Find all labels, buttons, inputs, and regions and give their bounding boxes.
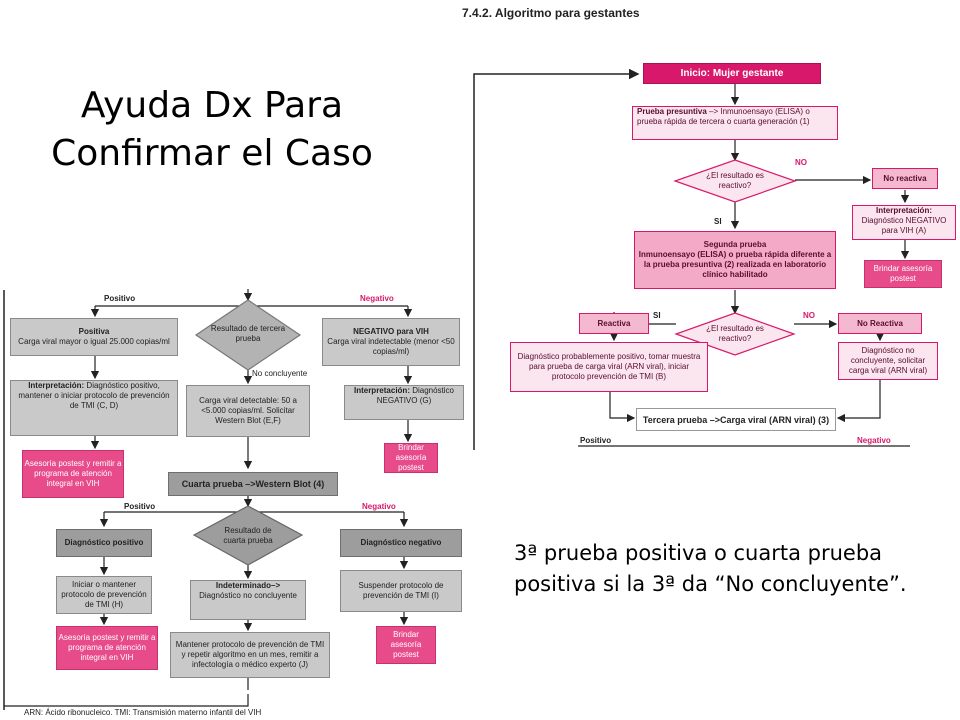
decision2-label: ¿El resultado es reactivo? xyxy=(706,324,764,343)
slide-title-line2: Confirmar el Caso xyxy=(51,133,373,174)
decision-third-label: Resultado de tercera prueba xyxy=(210,324,286,343)
decision-fourth-label: Resultado de cuarta prueba xyxy=(223,526,273,545)
indeterminate-box: Indeterminado–> Diagnóstico no concluyen… xyxy=(190,580,306,620)
presumptive-bold: Prueba presuntiva xyxy=(637,107,707,116)
dx-positive-box: Diagnóstico positivo xyxy=(56,529,152,557)
second-test-text: Inmunoensayo (ELISA) o prueba rápida dif… xyxy=(638,250,832,279)
presumptive-test-box: Prueba presuntiva –> Inmunoensayo (ELISA… xyxy=(632,106,838,140)
interp-negative-box: Interpretación: Diagnóstico NEGATIVO par… xyxy=(852,205,956,240)
presumptive-rest: –> Inmunoensayo (ELISA) o prueba rápida … xyxy=(637,107,810,126)
no2-label: NO xyxy=(803,311,815,320)
probable-positive-box: Diagnóstico probablemente positivo, toma… xyxy=(510,342,708,392)
algorithm-caption: 7.4.2. Algoritmo para gestantes xyxy=(462,6,640,20)
interp-pos-rest: Diagnóstico positivo, mantener o iniciar… xyxy=(18,381,170,410)
decision1-label: ¿El resultado es reactivo? xyxy=(706,171,764,190)
no1-label: NO xyxy=(795,158,807,167)
positive-result-text: Carga viral mayor o igual 25.000 copias/… xyxy=(18,337,170,346)
si1-label: SI xyxy=(714,217,722,226)
counsel-box-1: Brindar asesoría postest xyxy=(864,260,942,288)
footnote: ARN: Ácido ribonucleico. TMI: Transmisió… xyxy=(24,708,262,717)
second-test-box: Segunda prueba Inmunoensayo (ELISA) o pr… xyxy=(634,231,836,289)
fourth-test-box: Cuarta prueba –>Western Blot (4) xyxy=(168,472,338,496)
second-test-title: Segunda prueba xyxy=(703,240,767,249)
slide-title: Ayuda Dx Para Confirmar el Caso xyxy=(22,82,402,178)
inconclusive-request-box: Diagnóstico no concluyente, solicitar ca… xyxy=(838,342,938,380)
positive-result-title: Positiva xyxy=(78,327,110,336)
slide-title-line1: Ayuda Dx Para xyxy=(80,85,344,126)
slide-note: 3ª prueba positiva o cuarta prueba posit… xyxy=(514,541,907,596)
negative-result-title: NEGATIVO para VIH xyxy=(353,327,429,336)
decision-diamond-fourth xyxy=(192,505,304,566)
counsel-refer-box-2: Asesoría postest y remitir a programa de… xyxy=(56,626,158,670)
right-negativo-label: Negativo xyxy=(857,436,891,445)
indeterminate-rest: Diagnóstico no concluyente xyxy=(199,591,297,600)
left-negativo2-label: Negativo xyxy=(362,502,396,511)
suspend-protocol-box: Suspender protocolo de prevención de TMI… xyxy=(340,570,462,612)
reactive-box: Reactiva xyxy=(579,313,649,334)
interp-neg-bold: Interpretación: xyxy=(875,206,932,215)
viral-detectable-box: Carga viral detectable: 50 a <5.000 copi… xyxy=(186,385,310,437)
left-positivo2-label: Positivo xyxy=(124,502,156,511)
interp-negative-left-box: Interpretación: Diagnóstico NEGATIVO (G) xyxy=(344,385,464,420)
counsel-refer-box-1: Asesoría postest y remitir a programa de… xyxy=(22,450,124,498)
decision-diamond-1 xyxy=(673,159,797,203)
counsel-post-box-1: Brindar asesoría postest xyxy=(384,443,438,473)
left-positivo-label: Positivo xyxy=(104,294,136,303)
si2-label: SI xyxy=(653,311,661,320)
third-test-box: Tercera prueba –>Carga viral (ARN viral)… xyxy=(636,408,836,431)
interp-positive-box: Interpretación: Diagnóstico positivo, ma… xyxy=(10,380,178,436)
decision-diamond-third xyxy=(194,299,302,371)
no-reactive2-box: No Reactiva xyxy=(838,313,922,334)
dx-negative-box: Diagnóstico negativo xyxy=(340,529,462,557)
negative-result-text: Carga viral indetectable (menor <50 copi… xyxy=(327,337,455,356)
maintain-repeat-box: Mantener protocolo de prevención de TMI … xyxy=(170,632,330,678)
no-reactive-box: No reactiva xyxy=(872,168,938,189)
no-concluyente-label: No concluyente xyxy=(252,369,308,378)
interp-neg-left-bold: Interpretación: xyxy=(353,386,410,395)
counsel-post-box-2: Brindar asesoría postest xyxy=(376,626,436,664)
negative-result-box: NEGATIVO para VIH Carga viral indetectab… xyxy=(322,318,460,366)
indeterminate-bold: Indeterminado–> xyxy=(215,581,281,590)
positive-result-box: Positiva Carga viral mayor o igual 25.00… xyxy=(10,318,178,356)
interp-neg-left-rest: Diagnóstico NEGATIVO (G) xyxy=(376,386,455,405)
keep-protocol-box: Iniciar o mantener protocolo de prevenci… xyxy=(56,576,152,614)
start-box: Inicio: Mujer gestante xyxy=(643,63,821,84)
interp-pos-bold: Interpretación: xyxy=(28,381,85,390)
left-negativo-label: Negativo xyxy=(360,294,394,303)
right-positivo-label: Positivo xyxy=(580,436,612,445)
interp-neg-rest: Diagnóstico NEGATIVO para VIH (A) xyxy=(861,216,947,235)
